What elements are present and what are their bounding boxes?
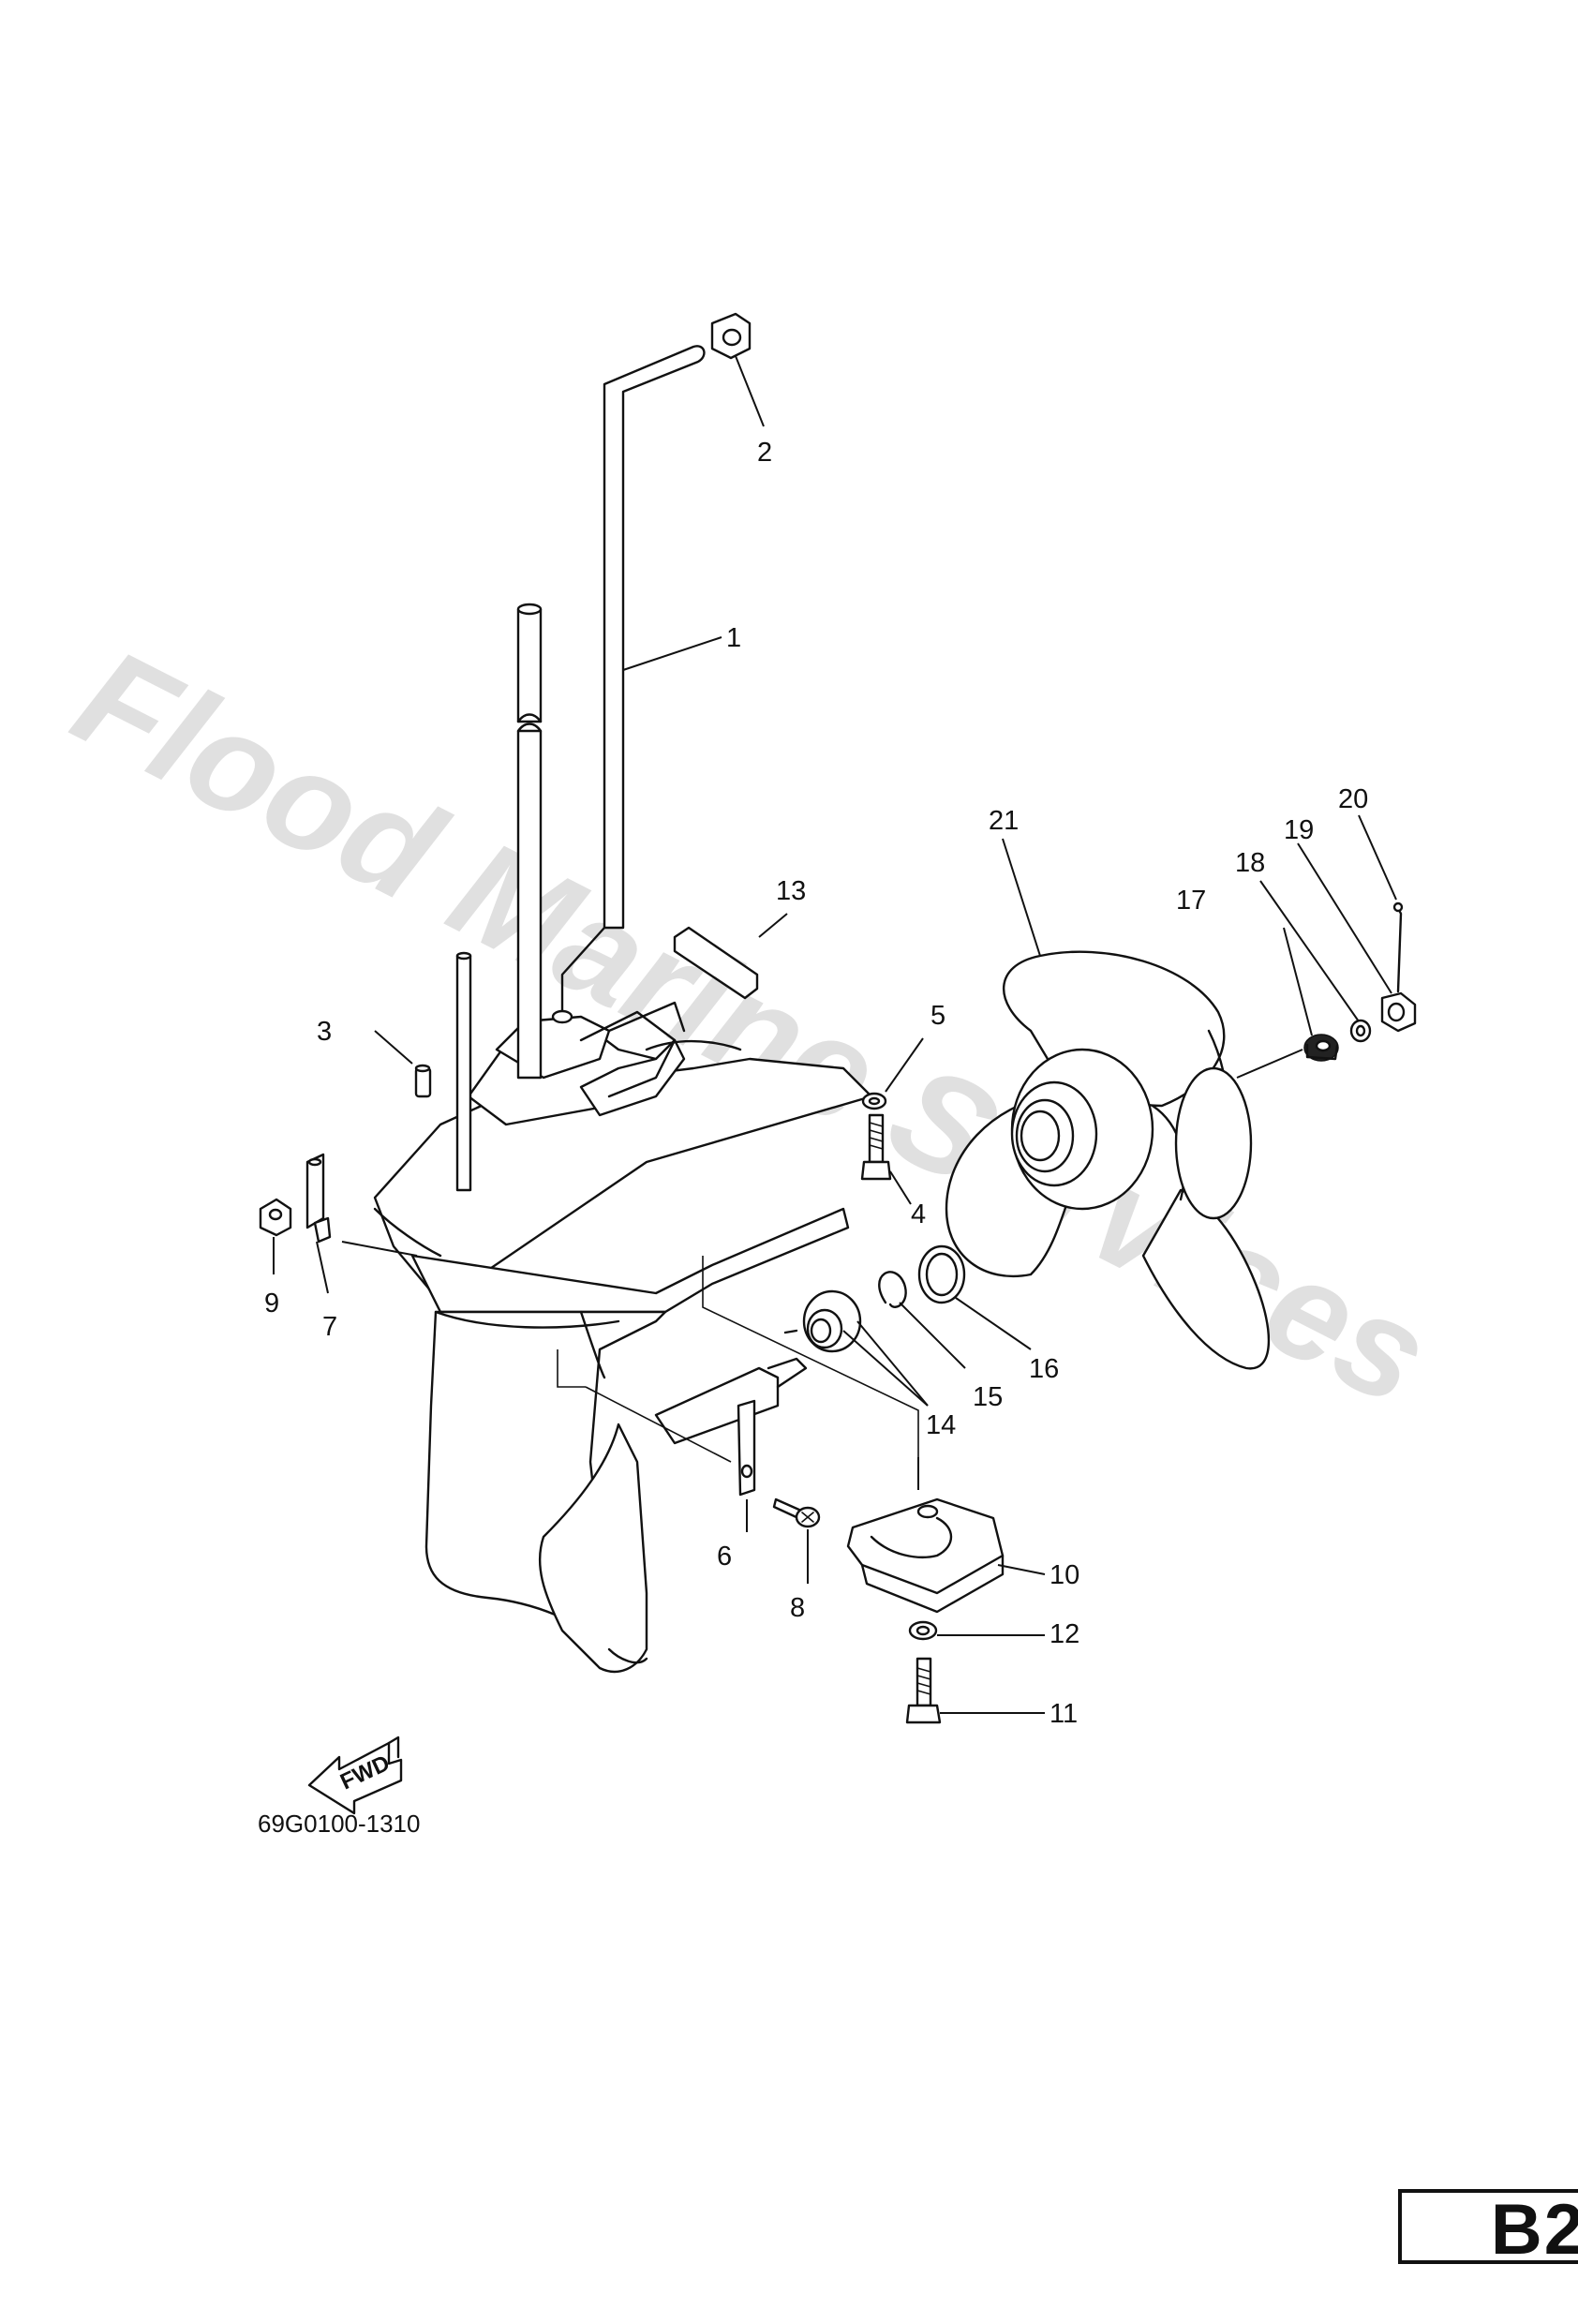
- part-9-nut: [259, 1198, 292, 1237]
- part-21-propeller: [945, 950, 1271, 1370]
- callout-20: 20: [1338, 784, 1368, 814]
- part-13-grommet-strip: [673, 926, 759, 1000]
- page-id-box: B2: [1398, 2189, 1578, 2270]
- callout-21: 21: [989, 806, 1019, 836]
- part-16-o-ring: [917, 1244, 966, 1304]
- callout-16: 16: [1029, 1354, 1059, 1384]
- part-11-bolt: [905, 1657, 942, 1724]
- callout-6: 6: [717, 1542, 732, 1572]
- callout-3: 3: [317, 1017, 332, 1047]
- part-19-propeller-nut: [1380, 991, 1417, 1033]
- callout-11: 11: [1050, 1699, 1078, 1729]
- callout-7: 7: [322, 1312, 337, 1342]
- part-5-washer: [861, 1092, 887, 1110]
- part-1-water-tube: [551, 345, 706, 1024]
- part-20-cotter-pin: [1392, 901, 1404, 993]
- callout-19: 19: [1284, 815, 1314, 845]
- shift-rod: [455, 951, 472, 1192]
- leader-lines: [273, 355, 1397, 1714]
- part-18-washer: [1349, 1019, 1372, 1043]
- part-2-grommet: [710, 312, 752, 360]
- part-14-seal-housing: [783, 1289, 862, 1353]
- forward-direction-arrow: FWD: [307, 1736, 403, 1815]
- drawing-code: 69G0100-1310: [258, 1810, 420, 1838]
- callout-numbers: 1 2 3 4 5 6 7 8 9 10 11 12 13 14 15 16 1…: [264, 438, 1368, 1729]
- callout-4: 4: [911, 1199, 926, 1229]
- callout-5: 5: [930, 1001, 945, 1031]
- callout-18: 18: [1235, 848, 1265, 878]
- callout-17: 17: [1176, 886, 1206, 916]
- callout-14: 14: [926, 1410, 956, 1440]
- callout-10: 10: [1050, 1560, 1079, 1590]
- driveshaft: [516, 603, 543, 1080]
- part-6-anode: [737, 1399, 756, 1497]
- callout-12: 12: [1050, 1619, 1079, 1649]
- callout-8: 8: [790, 1593, 805, 1623]
- part-12-washer: [908, 1620, 938, 1641]
- part-3-dowel-pin: [414, 1064, 432, 1098]
- lower-casing: [373, 1001, 919, 1674]
- part-8-screw: [772, 1497, 821, 1528]
- callout-9: 9: [264, 1289, 279, 1318]
- part-17-spacer: [1303, 1034, 1339, 1062]
- part-4-bolt: [860, 1113, 892, 1181]
- part-7-bracket: [305, 1153, 332, 1244]
- callout-13: 13: [776, 876, 806, 906]
- page-id: B2: [1490, 2190, 1578, 2270]
- callout-2: 2: [757, 438, 772, 468]
- callout-1: 1: [726, 623, 741, 653]
- part-10-anode-plate: [846, 1497, 1005, 1614]
- part-15-circlip: [878, 1271, 907, 1308]
- callout-15: 15: [973, 1382, 1003, 1412]
